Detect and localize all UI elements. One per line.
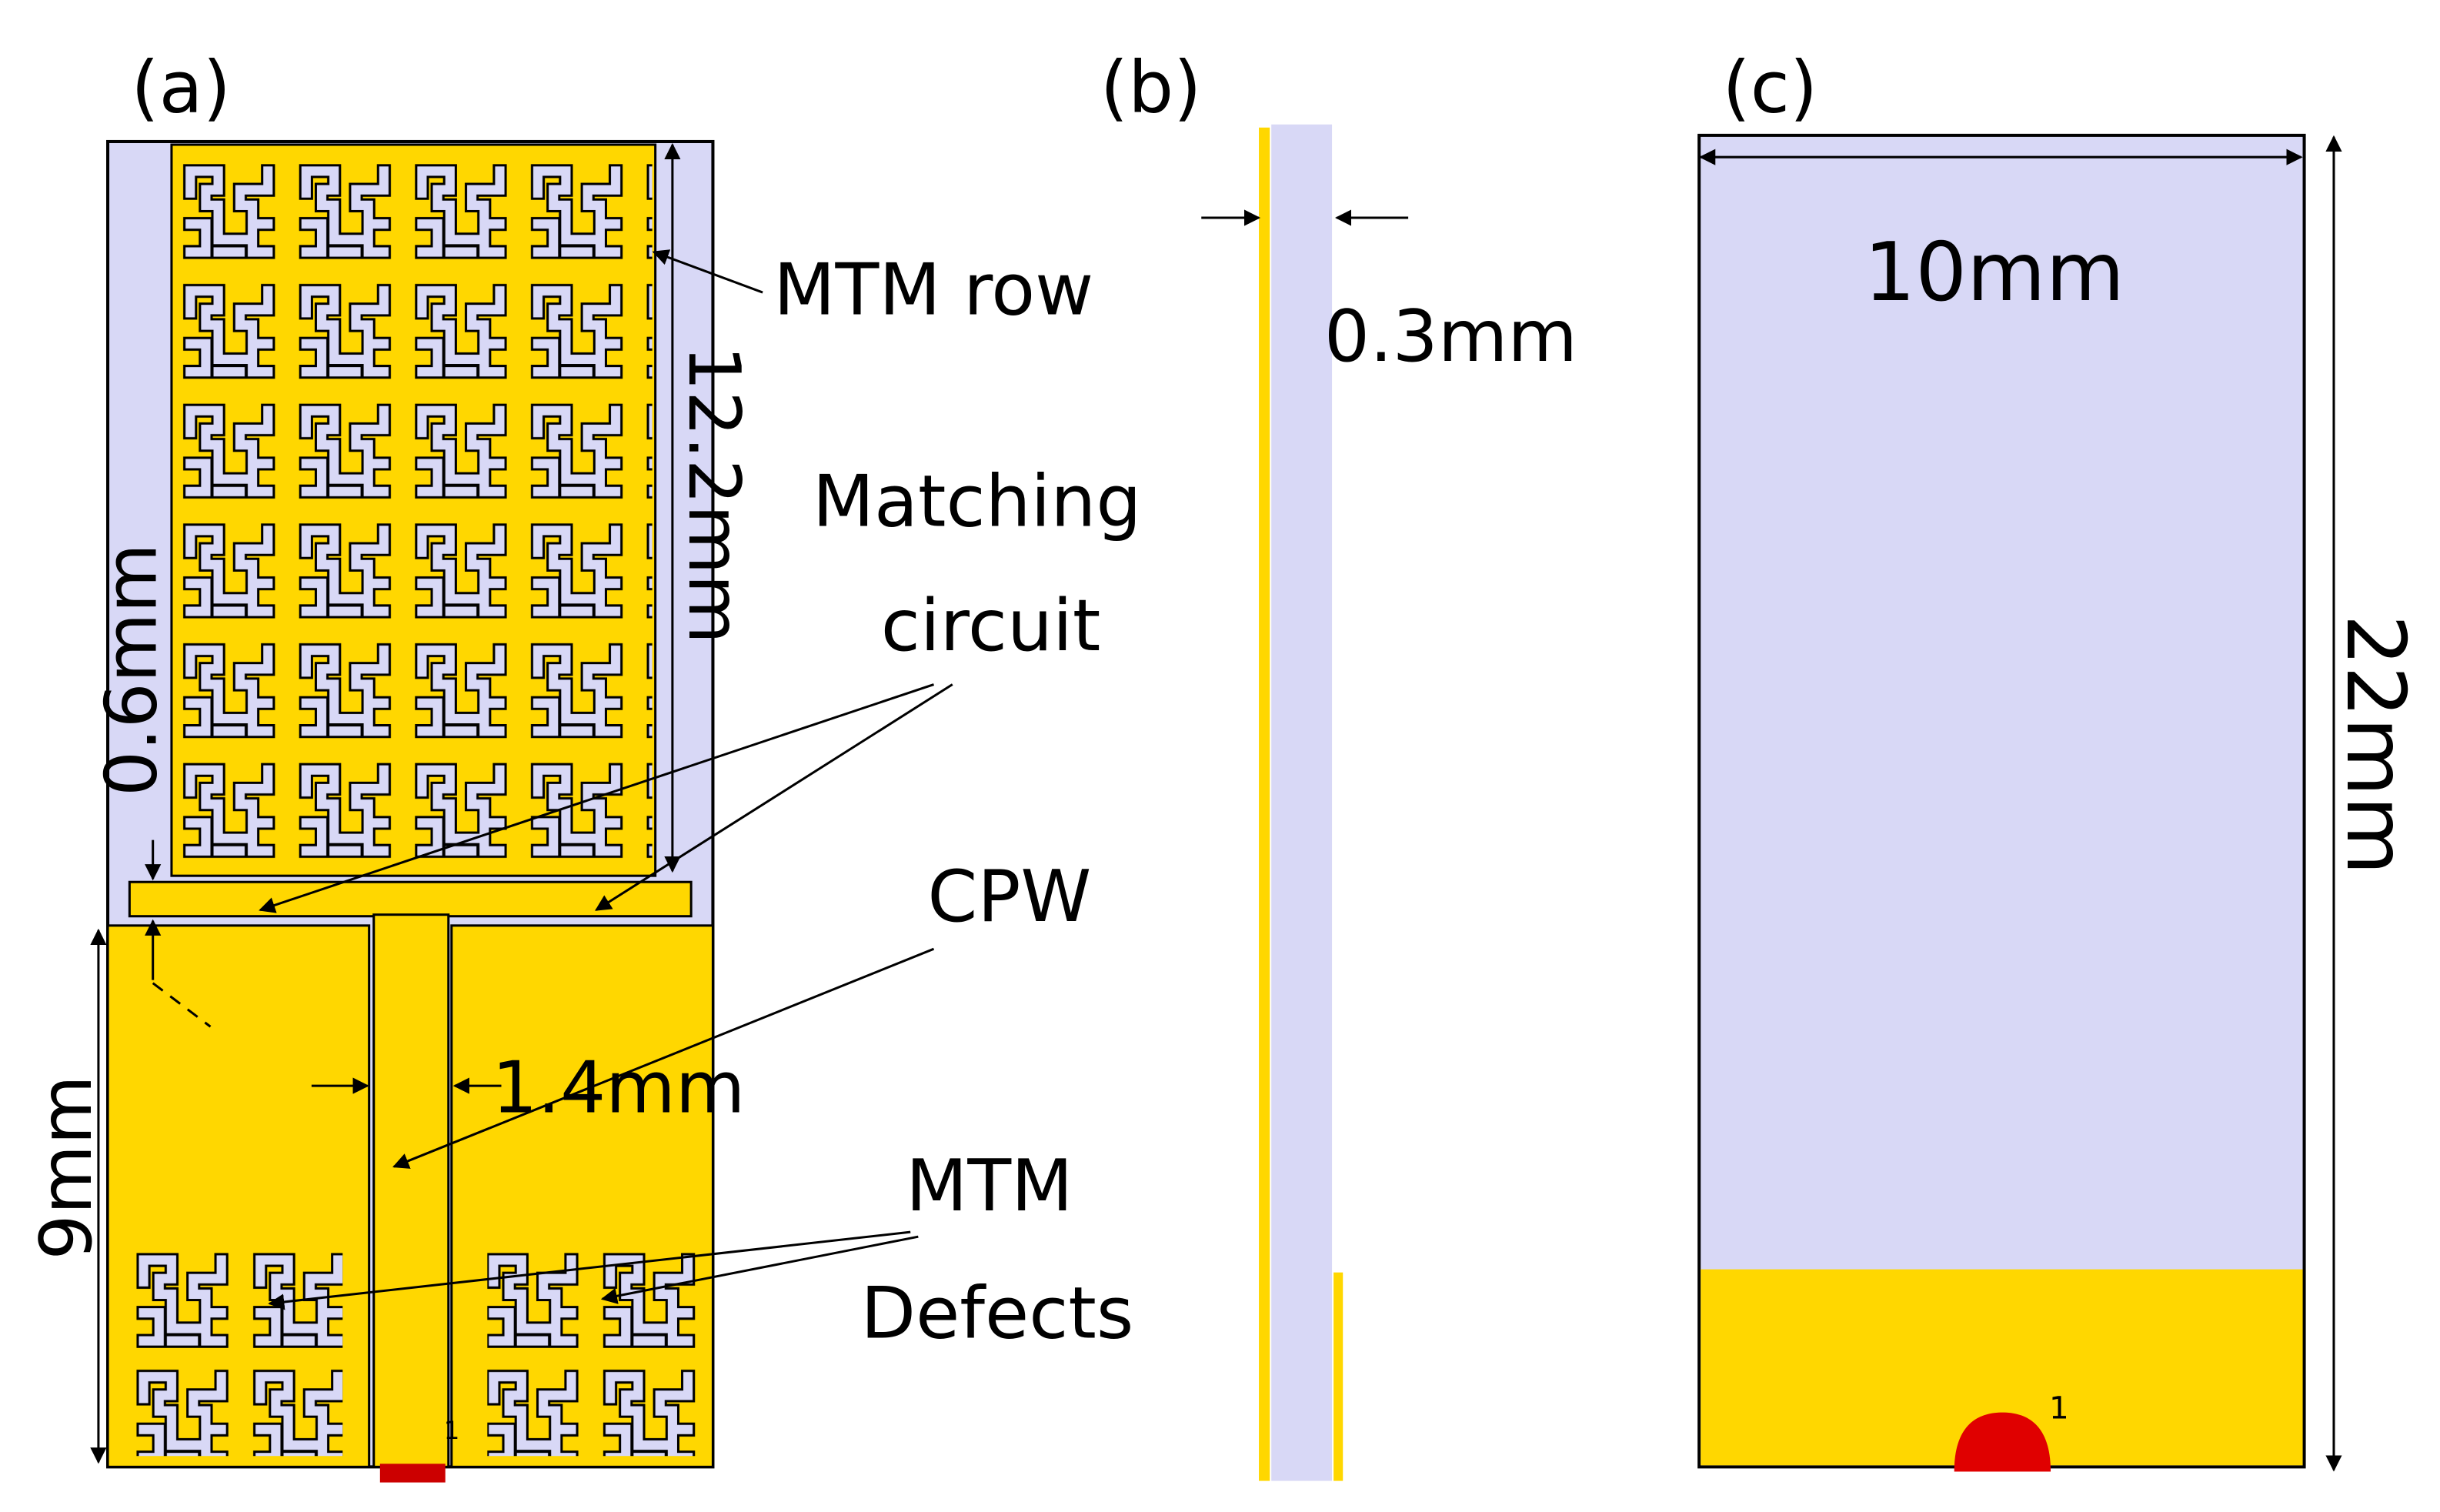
dim-label-22mm: 22mm [2328,615,2423,876]
dim-label-12-2mm: 12.2mm [673,345,756,644]
dim-label-0-3mm: 0.3mm [1324,295,1577,378]
leader-cpw [392,947,935,1169]
annotation-defects-1: MTM [906,1144,1073,1227]
port-c [1954,1412,2051,1472]
annotation-cpw: CPW [927,855,1091,938]
ground-layer-b [1333,1272,1344,1481]
panel-c-label: (c) [1722,46,1817,129]
dim-label-1-4mm: 1.4mm [492,1046,745,1129]
mtm-defect-left [125,1241,343,1457]
dim-label-10mm: 10mm [1864,225,2125,319]
panel-b-label: (b) [1100,46,1202,129]
mtm-row-cells [174,149,653,872]
dim-label-0-6mm: 0.6mm [90,543,173,796]
substrate-c [1697,133,2306,1469]
leader-defects-right [600,1235,919,1304]
annotation-mtm-row: MTM row [773,248,1093,331]
annotation-defects-2: Defects [861,1272,1134,1355]
panel-c: (c) 1 10mm 22mm [1697,46,2423,1472]
panel-a: (a) 1 12.2mm 0.6mm 9mm 1.4mm [25,46,1142,1483]
port-a-label: 1 [444,1416,460,1445]
cpw-feed-line [372,913,450,1468]
mtm-defect-right [487,1241,706,1457]
matching-circuit-strip [128,880,693,918]
annotation-matching-1: Matching [813,459,1142,542]
leader-defects-left [268,1230,911,1310]
dim-label-9mm: 9mm [25,1075,108,1260]
substrate-b [1271,124,1333,1481]
leader-matching-left [259,683,935,913]
leader-matching-right [595,683,953,911]
panel-b: (b) 0.3mm [1100,46,1577,1481]
port-c-label: 1 [2049,1390,2069,1427]
annotation-matching-2: circuit [881,584,1101,667]
panel-a-label: (a) [131,46,231,129]
leader-mtm-row [652,249,763,294]
port-a [379,1464,446,1483]
metal-layer-b [1259,127,1270,1481]
dim-leader-0-6mm [152,982,212,1028]
